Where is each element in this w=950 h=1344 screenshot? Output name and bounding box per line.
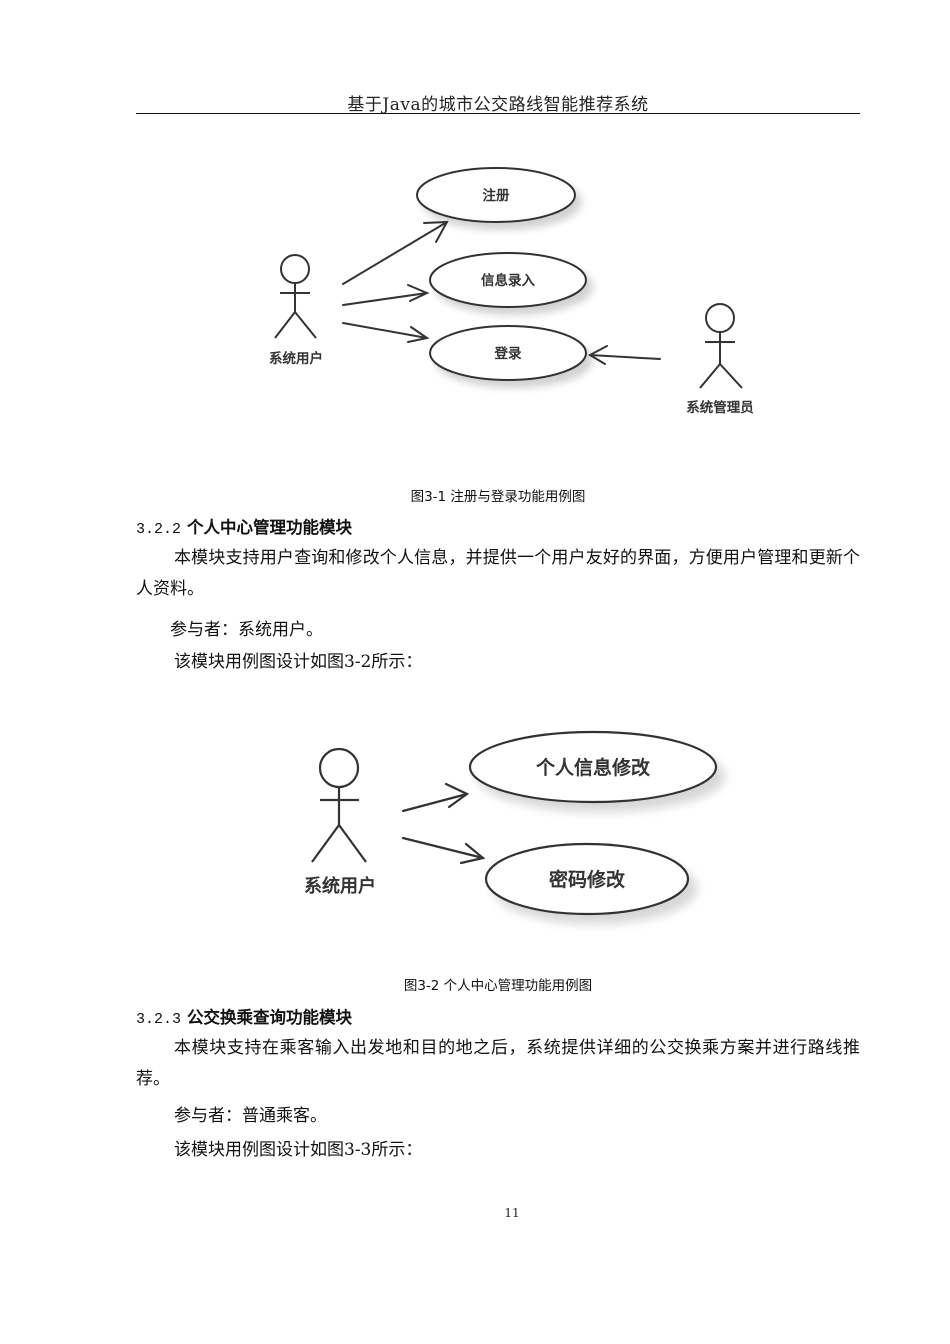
actor-system-user-icon [274,254,317,339]
page-number: 11 [504,1206,520,1220]
use-case-label-login: 登录 [494,345,523,362]
running-header: 基于Java的城市公交路线智能推荐系统 [347,95,649,115]
arrow-user-to-personal-info-edit-icon [401,782,470,813]
section-3-2-3-figure-ref: 该模块用例图设计如图3-3所示： [174,1140,423,1160]
actor-label-system-admin: 系统管理员 [686,399,754,416]
arrow-user-to-login-icon [342,322,430,343]
use-case-label-register: 注册 [483,187,510,204]
header-rule [136,113,860,114]
use-case-register [416,167,576,223]
arrow-user-to-info-entry-icon [342,284,430,306]
section-3-2-2-paragraph: 本模块支持用户查询和修改个人信息，并提供一个用户友好的界面，方便用户管理和更新个… [136,548,860,599]
use-case-info-entry [429,252,587,308]
actor-label-system-user: 系统用户 [304,875,376,897]
actor-label-system-user: 系统用户 [269,350,323,367]
section-number: 3.2.3 [136,1011,182,1028]
section-3-2-2-participants: 参与者：系统用户。 [170,620,323,640]
section-title: 个人中心管理功能模块 [187,518,353,537]
use-case-login [429,325,587,381]
figure-3-2-use-case-diagram: 个人信息修改 密码修改 系统用户 [304,730,718,916]
arrow-user-to-password-edit-icon [401,836,486,865]
section-3-2-3-participants: 参与者：普通乘客。 [174,1106,327,1126]
section-3-2-3-heading: 3.2.3 公交换乘查询功能模块 [136,1004,352,1028]
figure-3-1-caption: 图3-1 注册与登录功能用例图 [410,489,586,505]
arrow-admin-to-login-icon [587,345,661,365]
use-case-label-password-edit: 密码修改 [549,868,626,891]
figure-3-2-caption: 图3-2 个人中心管理功能用例图 [403,978,593,994]
use-case-label-info-entry: 信息录入 [481,272,535,289]
use-case-label-personal-info-edit: 个人信息修改 [535,756,651,779]
arrow-user-to-register-icon [342,220,449,285]
section-3-2-3-paragraph: 本模块支持在乘客输入出发地和目的地之后，系统提供详细的公交换乘方案并进行路线推荐… [136,1038,860,1089]
actor-system-user-icon [311,747,367,863]
section-3-2-2-heading: 3.2.2 个人中心管理功能模块 [136,514,352,538]
use-case-personal-info-edit [468,730,718,804]
use-case-password-edit [484,842,690,916]
section-3-2-2-figure-ref: 该模块用例图设计如图3-2所示： [174,652,423,672]
section-title: 公交换乘查询功能模块 [187,1008,353,1027]
actor-system-admin-icon [699,303,743,389]
section-number: 3.2.2 [136,521,182,538]
figure-3-1-use-case-diagram: 注册 信息录入 登录 系统用户 系统管理员 [269,167,754,416]
